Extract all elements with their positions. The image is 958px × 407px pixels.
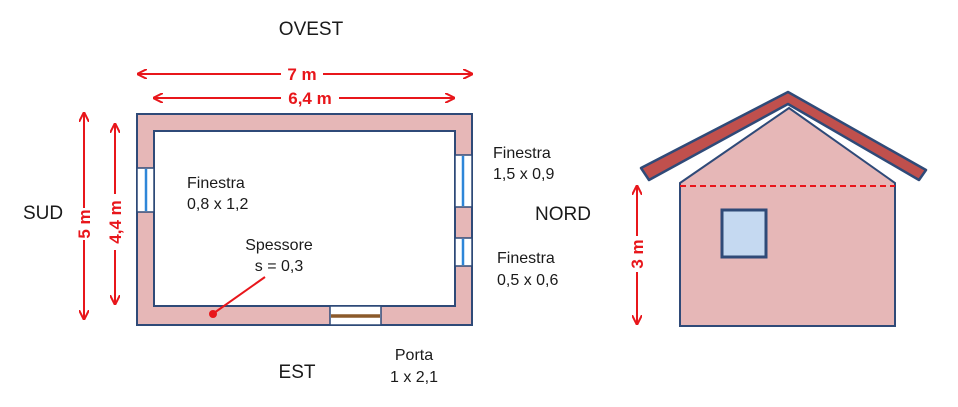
house-body [679,106,896,327]
label-east: EST [279,362,316,383]
window-north-bottom [454,237,473,267]
window-south-size: 0,8 x 1,2 [187,196,248,213]
window-north-bottom-size: 0,5 x 0,6 [497,272,558,289]
window-south-title: Finestra [187,175,245,192]
dim-height: 3 m [628,239,647,268]
thickness-pointer [209,276,266,318]
label-west: OVEST [279,19,344,40]
window-north-top-title: Finestra [493,145,551,162]
window-north-bottom-title: Finestra [497,250,555,267]
floor-plan [136,113,473,326]
door [329,305,382,326]
window-north-top-size: 1,5 x 0,9 [493,166,554,183]
door-title: Porta [395,347,433,364]
window-south [136,167,155,213]
dim-inner-width: 4,4 m [106,200,125,243]
window-north-top [454,154,473,208]
dim-outer-width: 5 m [75,209,94,238]
walls [136,113,473,326]
dim-outer-length: 7 m [287,65,316,84]
door-size: 1 x 2,1 [390,369,438,386]
dim-inner-length: 6,4 m [288,89,331,108]
label-south: SUD [23,203,63,224]
house-window [720,208,768,259]
thickness-title: Spessore [245,237,313,254]
house-roof [639,90,928,182]
thickness-value: s = 0,3 [255,258,304,275]
label-north: NORD [535,204,591,225]
house-elevation [639,90,928,327]
